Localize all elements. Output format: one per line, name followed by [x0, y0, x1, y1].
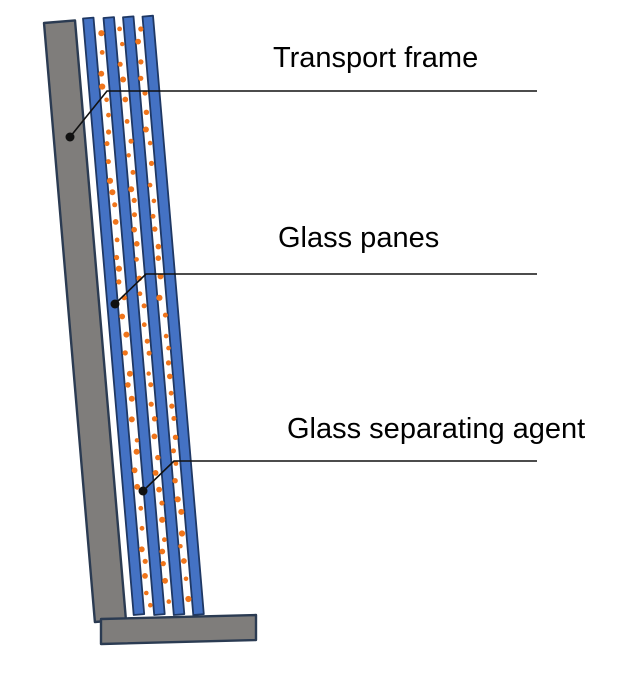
separating-agent-dots — [98, 26, 192, 608]
glass-pane-4 — [141, 14, 205, 616]
leader-glass-panes — [110, 273, 537, 309]
leader-dot-glass-panes — [110, 299, 120, 309]
glass-pane-2 — [102, 16, 166, 616]
leader-line-transport-frame — [69, 90, 537, 138]
glass-pane-1 — [82, 16, 146, 616]
leader-dot-transport-frame — [65, 132, 75, 142]
leader-transport-frame — [65, 90, 537, 142]
leader-line-glass-separating-agent — [142, 460, 537, 492]
label-glass-panes: Glass panes — [278, 222, 439, 254]
transport-frame-base — [99, 613, 258, 646]
leader-line-glass-panes — [114, 273, 537, 305]
glass-panes-group — [82, 14, 205, 616]
leader-glass-separating-agent — [138, 460, 537, 496]
leader-dot-glass-separating-agent — [138, 486, 148, 496]
label-transport-frame: Transport frame — [273, 42, 478, 74]
label-glass-separating-agent: Glass separating agent — [287, 413, 585, 445]
